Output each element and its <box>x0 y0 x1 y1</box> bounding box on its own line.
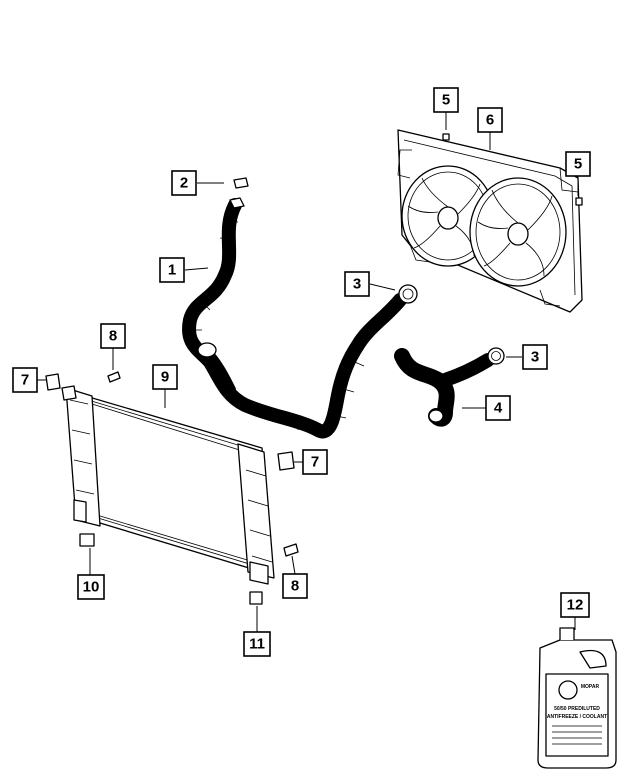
callout-9: 9 <box>152 364 178 390</box>
svg-text:1: 1 <box>168 262 176 279</box>
svg-text:5: 5 <box>442 92 450 109</box>
drain-plug-lower <box>283 543 299 557</box>
sensor-lower <box>249 591 263 605</box>
isolator-right <box>277 451 295 471</box>
fan-shroud-assembly <box>397 129 583 313</box>
bolt-upper <box>442 133 450 141</box>
isolator-left <box>45 373 61 391</box>
jug-label-line1: 50/50 PREDILUTED <box>554 706 600 712</box>
svg-text:3: 3 <box>353 276 361 293</box>
radiator <box>61 385 275 585</box>
callout-3-upper: 3 <box>344 271 370 297</box>
sensor-left <box>79 533 95 547</box>
svg-text:4: 4 <box>494 400 503 417</box>
jug-brand: MOPAR <box>581 684 600 690</box>
hose-clamp-upper <box>398 284 418 304</box>
svg-text:7: 7 <box>311 454 319 471</box>
bolt-right <box>575 197 583 206</box>
callout-3-lower: 3 <box>522 344 548 370</box>
callout-5-upper: 5 <box>433 87 459 113</box>
callout-4: 4 <box>485 395 511 421</box>
svg-text:2: 2 <box>180 175 188 192</box>
drain-plug-upper <box>107 371 121 383</box>
svg-text:9: 9 <box>161 369 169 386</box>
hose-clamp-lower <box>487 347 505 365</box>
svg-text:8: 8 <box>109 328 117 345</box>
callout-2: 2 <box>171 170 197 196</box>
svg-text:12: 12 <box>567 597 584 614</box>
callout-11: 11 <box>243 631 271 657</box>
coolant-jug: MOPAR 50/50 PREDILUTED ANTIFREEZE / COOL… <box>537 627 617 769</box>
callout-5-right: 5 <box>565 151 591 177</box>
svg-text:5: 5 <box>574 156 582 173</box>
callout-6: 6 <box>477 107 503 133</box>
callout-7-right: 7 <box>302 449 328 475</box>
svg-text:10: 10 <box>83 579 100 596</box>
callout-8-lower: 8 <box>282 573 308 599</box>
callout-1: 1 <box>159 257 185 283</box>
right-fan <box>469 177 567 287</box>
callout-10: 10 <box>77 574 105 600</box>
svg-text:3: 3 <box>531 349 539 366</box>
svg-text:6: 6 <box>486 112 494 129</box>
svg-text:11: 11 <box>249 636 265 653</box>
callout-12: 12 <box>560 592 590 618</box>
lower-radiator-hose <box>394 348 495 427</box>
svg-text:7: 7 <box>21 372 29 389</box>
hose-clamp-small <box>233 177 249 189</box>
upper-radiator-hose <box>182 197 407 439</box>
callout-7-left: 7 <box>12 367 38 393</box>
callout-8-upper: 8 <box>100 323 126 349</box>
svg-text:8: 8 <box>291 578 299 595</box>
jug-label-line2: ANTIFREEZE / COOLANT <box>547 714 607 720</box>
